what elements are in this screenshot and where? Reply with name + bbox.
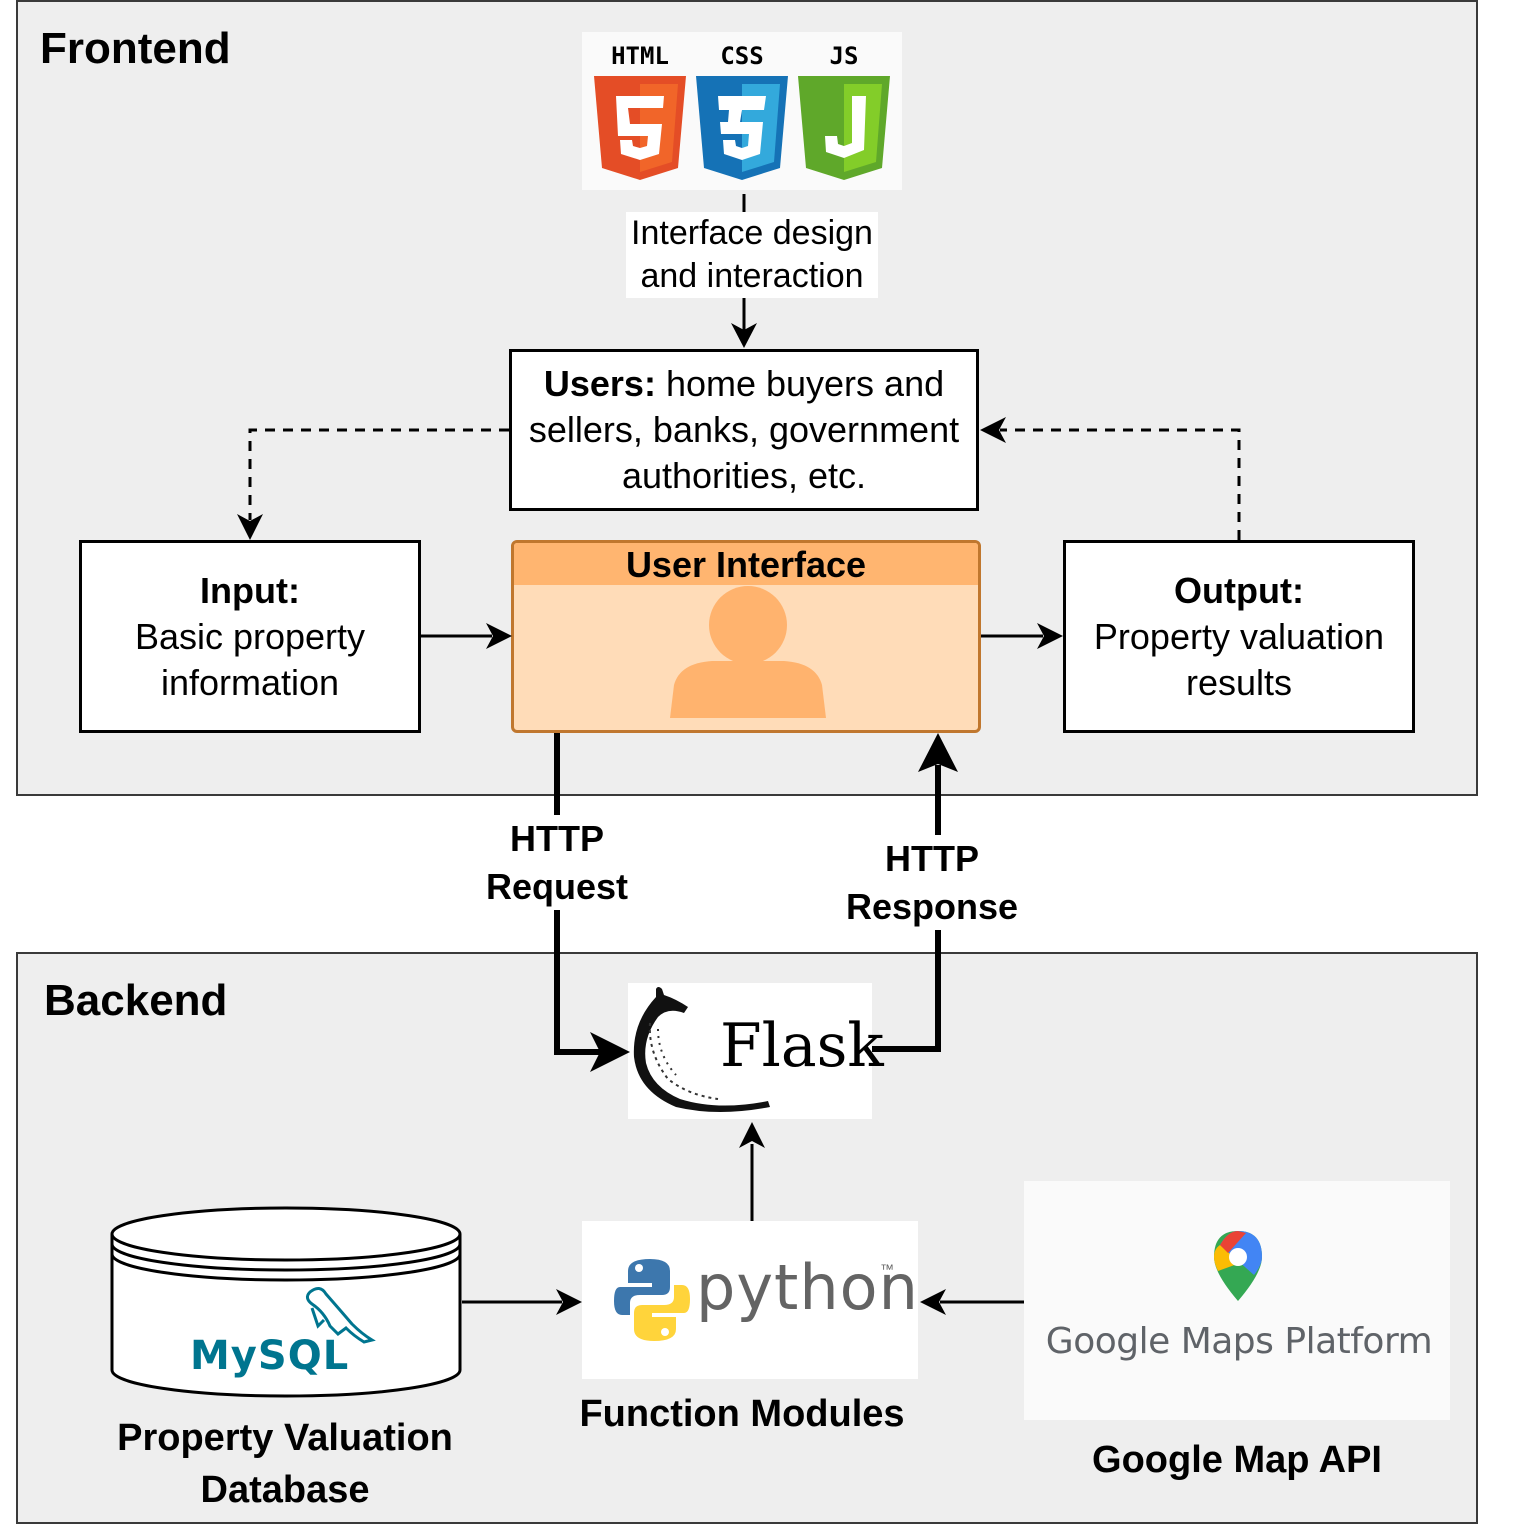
google-maps-logo: Google Maps Platform bbox=[1024, 1181, 1450, 1420]
function-modules-caption: Function Modules bbox=[579, 1393, 905, 1435]
http-response-line1: HTTP bbox=[885, 838, 979, 879]
http-response-line2: Response bbox=[845, 886, 1019, 927]
mysql-wordmark: MySQL bbox=[190, 1333, 350, 1379]
interface-design-line2: and interaction bbox=[640, 257, 864, 295]
users-bold-label: Users: bbox=[543, 363, 656, 404]
python-text: python bbox=[696, 1251, 919, 1324]
google-map-api-caption: Google Map API bbox=[1092, 1439, 1382, 1481]
http-response-label: HTTP Response bbox=[832, 835, 1032, 931]
input-box: Input: Basic property information bbox=[79, 540, 421, 733]
http-request-label: HTTP Request bbox=[457, 815, 657, 911]
js-logo-label: JS bbox=[830, 42, 859, 70]
output-box: Output: Property valuation results bbox=[1063, 540, 1415, 733]
mysql-text: MySQL bbox=[190, 1333, 349, 1379]
user-person-icon bbox=[670, 586, 826, 718]
web-tech-logos: HTML CSS JS bbox=[582, 32, 902, 190]
flask-text: Flask bbox=[720, 1011, 884, 1081]
input-line2: information bbox=[160, 661, 340, 703]
mysql-dolphin-icon bbox=[305, 1287, 376, 1344]
css3-shield-icon bbox=[696, 76, 788, 180]
output-line2: results bbox=[1185, 661, 1293, 703]
output-line1: Property valuation bbox=[1093, 615, 1385, 657]
output-bold-label: Output: bbox=[1174, 569, 1304, 611]
user-interface-title: User Interface bbox=[625, 544, 867, 585]
database-caption-line2: Database bbox=[200, 1469, 370, 1511]
frontend-title: Frontend bbox=[40, 24, 231, 73]
html5-shield-icon bbox=[594, 76, 686, 180]
input-bold-label: Input: bbox=[200, 569, 300, 611]
interface-design-line1: Interface design bbox=[631, 214, 873, 252]
user-interface-box: User Interface bbox=[511, 540, 981, 733]
http-request-line1: HTTP bbox=[510, 818, 604, 859]
html-logo-label: HTML bbox=[611, 42, 669, 70]
js-shield-icon bbox=[798, 76, 890, 180]
users-line1-text: home buyers and bbox=[655, 363, 945, 404]
database-caption: Property Valuation Database bbox=[80, 1412, 490, 1516]
input-line1: Basic property bbox=[134, 615, 366, 657]
python-tm: ™ bbox=[880, 1261, 894, 1277]
database-caption-line1: Property Valuation bbox=[117, 1417, 453, 1459]
google-maps-text: Google Maps Platform bbox=[1045, 1321, 1433, 1362]
google-maps-pin-icon bbox=[1214, 1231, 1262, 1301]
http-request-line2: Request bbox=[485, 866, 629, 907]
users-box: Users: home buyers and sellers, banks, g… bbox=[509, 349, 979, 511]
users-line3: authorities, etc. bbox=[621, 455, 867, 496]
python-logo: python ™ bbox=[582, 1221, 918, 1379]
interface-design-label: Interface design and interaction bbox=[626, 212, 878, 298]
users-line1: Users: home buyers and bbox=[544, 361, 944, 407]
user-interface-header: User Interface bbox=[514, 543, 978, 585]
database-cylinder-icon bbox=[110, 1206, 462, 1398]
css-logo-label: CSS bbox=[720, 42, 763, 70]
flask-logo: Flask bbox=[628, 983, 884, 1119]
users-line2: sellers, banks, government bbox=[528, 409, 960, 450]
backend-title: Backend bbox=[44, 976, 228, 1025]
python-snakes-icon bbox=[614, 1259, 690, 1341]
